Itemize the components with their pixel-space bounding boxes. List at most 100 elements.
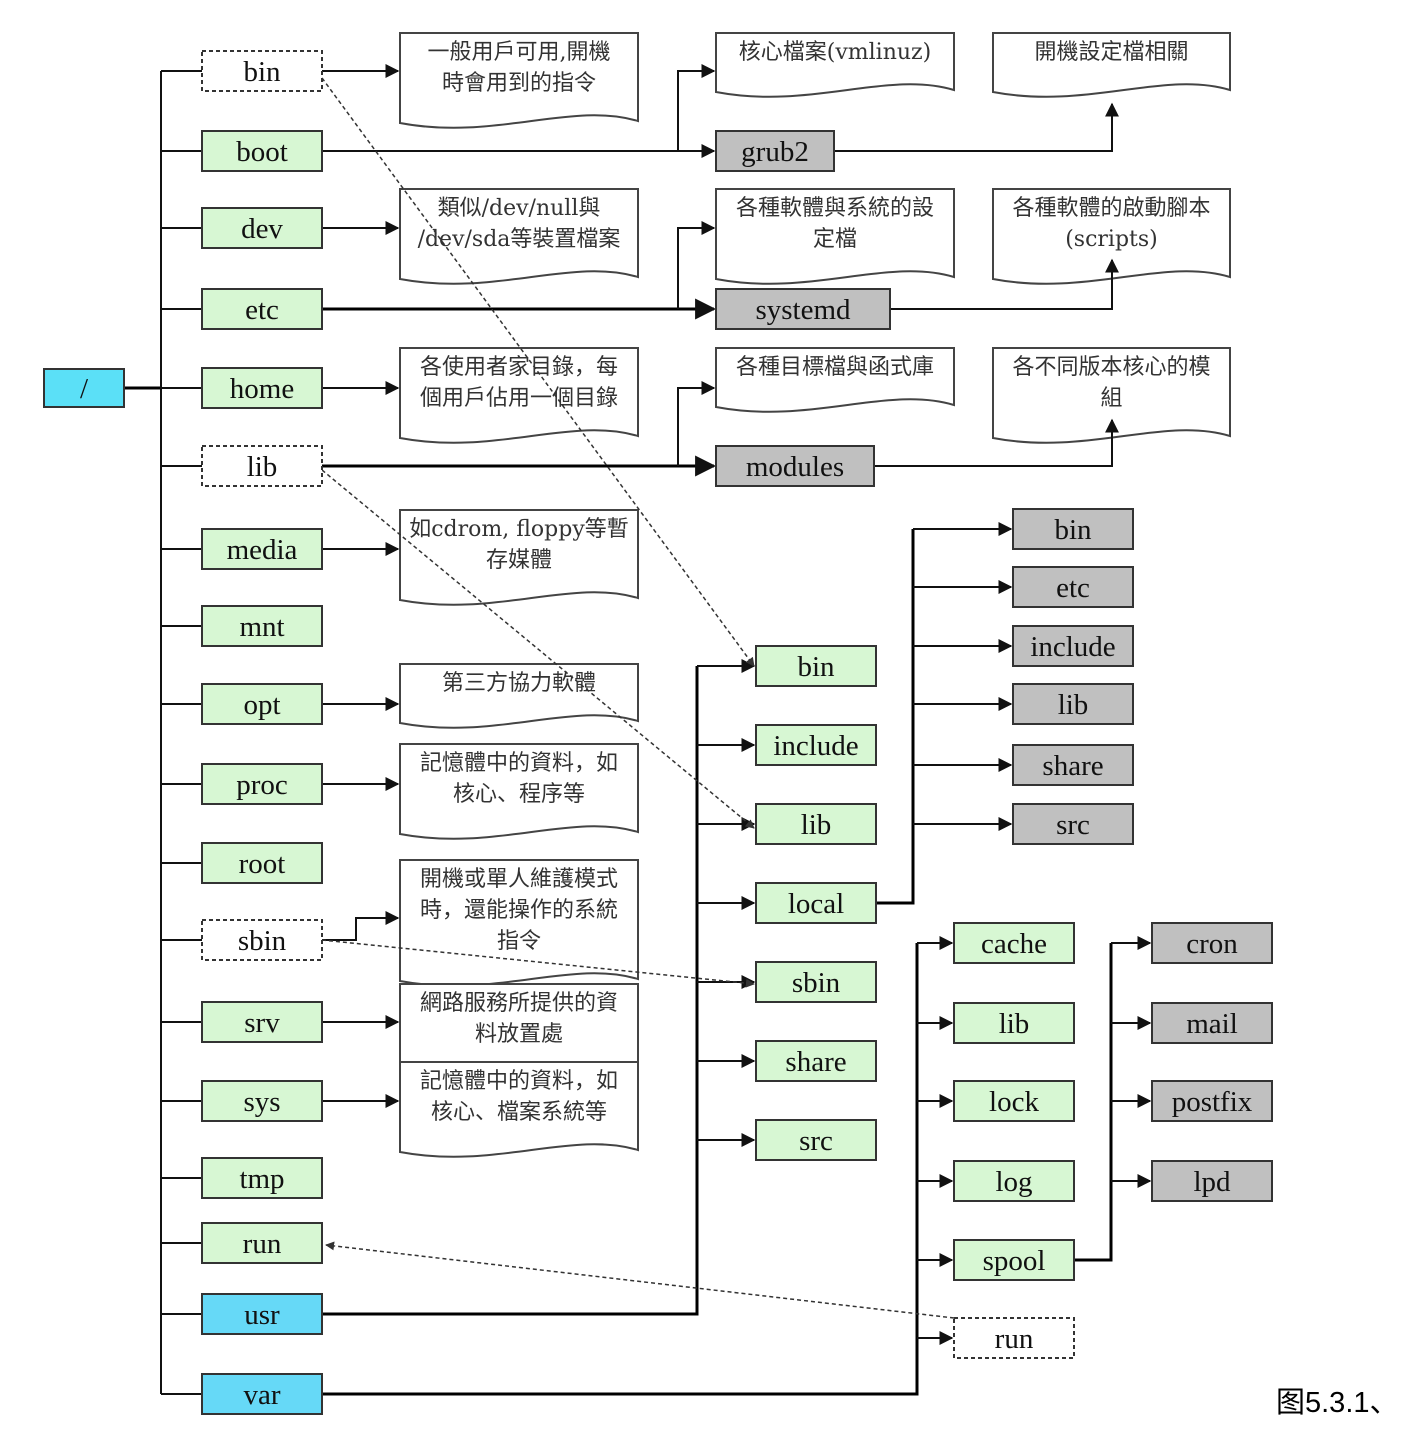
note-scripts-line-0: 各種軟體的啟動腳本: [1012, 196, 1210, 221]
node-root-dev: dev: [201, 207, 323, 249]
note-kernel: 核心檔案(vmlinuz): [715, 32, 955, 98]
note-home-shape: [399, 347, 639, 444]
note-sbin-line-1: 時，還能操作的系統: [420, 898, 618, 923]
node-local-lib: lib: [1012, 683, 1134, 725]
node-root-root-label: root: [239, 848, 286, 880]
node-root-run: run: [201, 1222, 323, 1264]
node-root-media: media: [201, 528, 323, 570]
node-root-bin: bin: [201, 50, 323, 92]
node-lib-modules-label: modules: [746, 451, 844, 483]
node-root-sbin: sbin: [201, 919, 323, 961]
node-var-spool-label: spool: [983, 1245, 1046, 1277]
node-root-root: root: [201, 842, 323, 884]
note-home-line-1: 個用戶佔用一個目錄: [420, 386, 618, 411]
note-kmods-line-1: 組: [1100, 386, 1122, 411]
node-usr-local-label: local: [788, 888, 844, 920]
node-usr-bin-label: bin: [797, 651, 835, 683]
note-scripts: 各種軟體的啟動腳本 (scripts): [992, 188, 1231, 285]
node-local-bin: bin: [1012, 508, 1134, 550]
node-usr-src: src: [755, 1119, 877, 1161]
note-etc-cfg-shape: [715, 188, 955, 285]
node-root-tmp-box: [201, 1157, 323, 1199]
node-var-lib-label: lib: [999, 1008, 1030, 1040]
node-root-srv-box: [201, 1001, 323, 1043]
node-local-share-label: share: [1042, 750, 1103, 782]
node-var-spool: spool: [953, 1239, 1075, 1281]
note-scripts-line-1: (scripts): [1065, 227, 1158, 252]
node-var-run: run: [953, 1317, 1075, 1359]
note-libs-shape: [715, 347, 955, 413]
node-root-mnt: mnt: [201, 605, 323, 647]
note-proc-line-0: 記憶體中的資料，如: [420, 751, 618, 776]
node-var-run-box: [953, 1317, 1075, 1359]
node-var-lock-box: [953, 1080, 1075, 1122]
connector-sbin-note: [322, 911, 400, 941]
note-kernel-line-0: 核心檔案(vmlinuz): [739, 40, 931, 65]
node-root-proc-label: proc: [236, 769, 288, 801]
link-sbin-usr-sbin: [321, 939, 755, 988]
link-var-run-run: [325, 1241, 955, 1319]
node-local-bin-box: [1012, 508, 1134, 550]
node-local-src-label: src: [1056, 809, 1090, 841]
connector-systemd-scripts: [890, 258, 1119, 310]
node-root-run-box: [201, 1222, 323, 1264]
node-usr-share-box: [755, 1040, 877, 1082]
node-boot-grub2: grub2: [715, 130, 835, 172]
node-root-tmp: tmp: [201, 1157, 323, 1199]
node-root-opt-box: [201, 683, 323, 725]
connector-layer: [124, 64, 1152, 1396]
node-root-run-label: run: [243, 1228, 282, 1260]
node-root-mnt-box: [201, 605, 323, 647]
note-dev-line-1: /dev/sda等裝置檔案: [418, 227, 621, 252]
note-libs: 各種目標檔與函式庫: [715, 347, 955, 413]
node-var-cache: cache: [953, 922, 1075, 964]
node-local-include: include: [1012, 625, 1134, 667]
note-boot-cfg-line-0: 開機設定檔相關: [1034, 40, 1188, 65]
node-root-srv-label: srv: [244, 1007, 280, 1039]
node-root-boot: boot: [201, 130, 323, 172]
note-kmods-shape: [992, 347, 1231, 444]
note-home-line-0: 各使用者家目錄，每: [420, 355, 618, 380]
node-root-media-label: media: [227, 534, 298, 566]
note-bin-line-0: 一般用戶可用,開機: [428, 40, 611, 65]
node-lib-modules: modules: [715, 445, 875, 487]
node-usr-share-label: share: [785, 1046, 846, 1078]
connector-spool-trunk: [1074, 943, 1113, 1262]
note-proc-line-1: 核心、程序等: [453, 782, 585, 807]
node-root-usr-box: [201, 1293, 323, 1335]
node-local-etc-label: etc: [1056, 572, 1090, 604]
node-root-slash-label: /: [80, 373, 89, 405]
note-opt-line-0: 第三方協力軟體: [442, 671, 596, 696]
node-etc-systemd-box: [715, 288, 891, 330]
node-usr-local-box: [755, 882, 877, 924]
node-var-cache-label: cache: [981, 928, 1047, 960]
node-usr-lib: lib: [755, 803, 877, 845]
note-kernel-shape: [715, 32, 955, 98]
node-root-tmp-label: tmp: [239, 1163, 284, 1195]
node-spool-lpd: lpd: [1151, 1160, 1273, 1202]
note-bin-shape: [399, 32, 639, 129]
link-bin-usr-bin: [321, 77, 755, 667]
node-local-include-label: include: [1030, 631, 1115, 663]
node-var-spool-box: [953, 1239, 1075, 1281]
node-usr-lib-label: lib: [801, 809, 832, 841]
node-local-etc: etc: [1012, 566, 1134, 608]
node-root-lib-box: [201, 445, 323, 487]
node-local-share-box: [1012, 744, 1134, 786]
node-local-lib-label: lib: [1058, 689, 1089, 721]
connector-etc-cfg: [677, 221, 716, 309]
note-kmods-line-0: 各不同版本核心的模: [1012, 355, 1210, 380]
note-etc-cfg-line-0: 各種軟體與系統的設: [736, 196, 934, 221]
node-local-bin-label: bin: [1054, 514, 1092, 546]
note-opt: 第三方協力軟體: [399, 663, 639, 729]
connector-modules-kmods: [874, 418, 1119, 467]
node-boot-grub2-box: [715, 130, 835, 172]
node-spool-postfix-label: postfix: [1172, 1086, 1253, 1118]
node-usr-bin: bin: [755, 645, 877, 687]
note-dev-line-0: 類似/dev/null與: [438, 196, 601, 221]
